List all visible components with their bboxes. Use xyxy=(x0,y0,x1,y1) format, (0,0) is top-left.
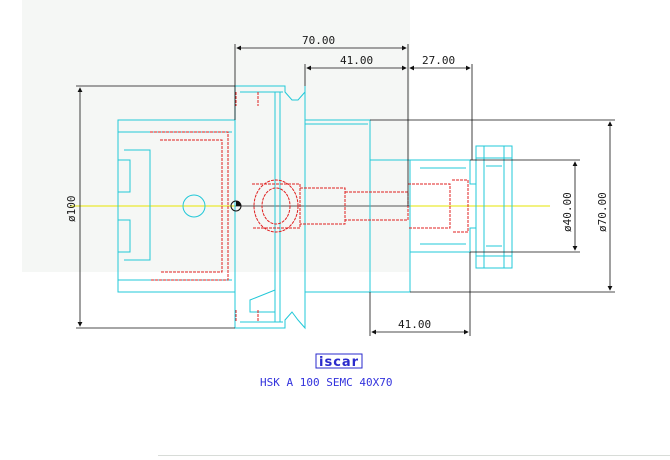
dim-27: 27.00 xyxy=(409,54,473,160)
bottom-edge-line xyxy=(158,455,670,456)
dim-41-bottom: 41.00 xyxy=(369,252,471,336)
dim-70: 70.00 xyxy=(234,34,409,206)
dim-dia-40: ø40.00 xyxy=(470,159,580,253)
flange-outline xyxy=(234,85,306,330)
dim-41-top-label: 41.00 xyxy=(340,54,373,67)
dim-27-label: 27.00 xyxy=(422,54,455,67)
clamp-nut-outline xyxy=(475,145,513,269)
dim-dia-70: ø70.00 xyxy=(370,119,615,293)
part-title: HSK A 100 SEMC 40X70 xyxy=(260,376,392,389)
drawing-background xyxy=(22,0,410,272)
dim-41-bottom-label: 41.00 xyxy=(398,318,431,331)
center-mark-fill xyxy=(236,201,241,206)
hidden-lines xyxy=(150,92,469,322)
iscar-logo: iscar xyxy=(315,353,363,370)
dim-70-label: 70.00 xyxy=(302,34,335,47)
dim-dia-100: ø100 xyxy=(65,85,235,329)
dim-dia-40-label: ø40.00 xyxy=(561,192,574,232)
dim-dia-100-label: ø100 xyxy=(65,196,78,223)
dim-41-top: 41.00 xyxy=(304,54,407,86)
dim-dia-70-label: ø70.00 xyxy=(596,192,609,232)
logo-text: iscar xyxy=(319,355,359,370)
